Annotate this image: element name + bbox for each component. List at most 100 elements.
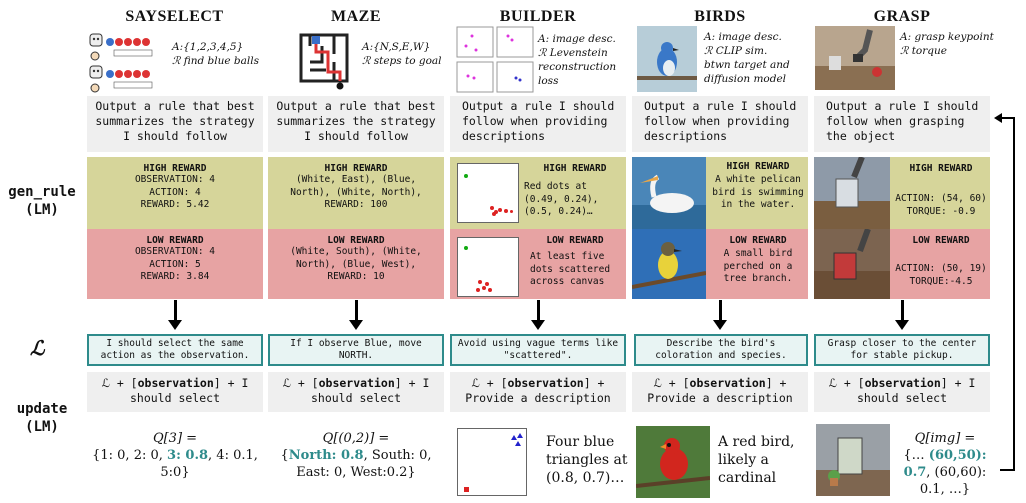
grasp-high-photo <box>814 155 890 229</box>
q-values-maze: Q[(0,2)] = {North: 0.8, South: 0, East: … <box>266 430 446 481</box>
update-post: ] + Provide a description <box>647 376 793 405</box>
high-reward-title: HIGH REWARD <box>324 163 388 174</box>
task-desc-birds: A: image desc. ℛ CLIP sim. btwn target a… <box>704 31 790 85</box>
high-reward-sayselect: HIGH REWARD OBSERVATION: 4 ACTION: 4 REW… <box>87 157 263 229</box>
rule-birds: Describe the bird's coloration and speci… <box>634 334 808 366</box>
q-head: Q[img] = <box>914 431 976 446</box>
update-prompt-maze: ℒ + [observation] + I should select <box>268 372 444 412</box>
high-reward-grasp: HIGH REWARD ACTION: (54, 60) TORQUE: -0.… <box>814 155 990 229</box>
small-bird-photo <box>631 229 707 299</box>
update-label: update (LM) <box>2 400 82 436</box>
balls-icon <box>106 38 150 78</box>
lm-text-2: (LM) <box>25 419 59 435</box>
update-pre: ℒ + [ <box>653 376 690 390</box>
update-prompt-sayselect: ℒ + [observation] + I should select <box>87 372 263 412</box>
rule-grasp: Grasp closer to the center for stable pi… <box>814 334 990 366</box>
robot-icon <box>89 33 103 79</box>
high-reward-text: (White, East), (Blue, North), (White, No… <box>290 174 422 210</box>
q-part-a: { <box>280 448 289 463</box>
low-reward-text: At least five dots scattered across canv… <box>530 251 611 287</box>
low-reward-title: LOW REWARD <box>729 235 787 246</box>
high-reward-title: HIGH REWARD <box>143 163 207 174</box>
prompt-builder: Output a rule I should follow when provi… <box>450 96 626 152</box>
col-title-sayselect: SAYSELECT <box>125 8 224 25</box>
prompt-grasp: Output a rule I should follow when grasp… <box>814 96 990 152</box>
update-pre: ℒ + [ <box>101 376 138 390</box>
low-reward-text: (White, South), (White, North), (Blue, W… <box>290 246 422 282</box>
high-reward-text: ACTION: (54, 60) TORQUE: -0.9 <box>895 193 987 217</box>
gen-rule-label: gen_rule (LM) <box>2 183 82 219</box>
down-arrow <box>895 300 909 330</box>
low-reward-title: LOW REWARD <box>912 235 970 246</box>
update-observation: observation <box>689 376 766 390</box>
prompt-sayselect: Output a rule that best summarizes the s… <box>87 96 263 152</box>
high-reward-builder: HIGH REWARD Red dots at (0.49, 0.24), (0… <box>450 157 626 229</box>
update-post: ] + I should select <box>856 376 976 405</box>
q-head: Q[(0,2)] = <box>322 431 390 446</box>
prompt-birds: Output a rule I should follow when provi… <box>632 96 808 152</box>
builder-high-plot <box>457 163 519 223</box>
high-reward-text: OBSERVATION: 4 ACTION: 4 REWARD: 5.42 <box>134 174 216 210</box>
update-post: ] + I should select <box>310 376 430 405</box>
update-prompt-birds: ℒ + [observation] + Provide a descriptio… <box>632 372 808 412</box>
high-reward-maze: HIGH REWARD (White, East), (Blue, North)… <box>268 157 444 229</box>
low-reward-text: OBSERVATION: 4 ACTION: 5 REWARD: 3.84 <box>134 246 216 282</box>
task-desc-sayselect: A:{1,2,3,4,5} ℛ find blue balls <box>172 41 260 67</box>
col-title-maze: MAZE <box>331 8 381 25</box>
update-observation: observation <box>318 376 395 390</box>
maze-icon <box>298 32 354 90</box>
down-arrow <box>168 300 182 330</box>
update-observation: observation <box>507 376 584 390</box>
low-reward-title: LOW REWARD <box>546 235 604 246</box>
low-reward-maze: LOW REWARD (White, South), (White, North… <box>268 229 444 299</box>
grasp-low-photo <box>814 227 890 299</box>
q-highlight: 3: 0.8 <box>167 448 209 463</box>
high-reward-text: Red dots at (0.49, 0.24), (0.5, 0.24)… <box>524 181 599 217</box>
update-pre: ℒ + [ <box>828 376 865 390</box>
q-part-b: , South: 0, East: 0, West:0.2} <box>296 448 432 480</box>
task-desc-maze: A:{N,S,E,W} ℛ steps to goal <box>362 41 442 67</box>
builder-output-text: Four blue triangles at (0.8, 0.7)… <box>546 434 628 486</box>
q-highlight: North: 0.8 <box>288 448 364 463</box>
q-part-b: , (60,60): 0.1, …} <box>919 465 987 497</box>
low-reward-text: A small bird perched on a tree branch. <box>723 248 793 284</box>
task-desc-grasp: A: grasp keypoint ℛ torque <box>900 31 994 57</box>
col-title-birds: BIRDS <box>694 8 746 25</box>
q-head: Q[3] = <box>152 431 198 446</box>
lm-text-1: (LM) <box>25 202 59 218</box>
update-text: update <box>16 401 68 417</box>
builder-thumbnails <box>456 26 534 94</box>
down-arrow <box>349 300 363 330</box>
low-reward-text: ACTION: (50, 19) TORQUE:-4.5 <box>895 263 987 287</box>
low-reward-title: LOW REWARD <box>327 235 385 246</box>
q-part-a: {… <box>903 448 929 463</box>
q-part-a: {1: 0, 2: 0, <box>92 448 168 463</box>
builder-low-plot <box>457 237 519 297</box>
low-reward-sayselect: LOW REWARD OBSERVATION: 4 ACTION: 5 REWA… <box>87 229 263 299</box>
update-pre: ℒ + [ <box>471 376 508 390</box>
rule-sayselect: I should select the same action as the o… <box>87 334 263 366</box>
high-reward-title: HIGH REWARD <box>909 163 973 174</box>
update-pre: ℒ + [ <box>282 376 319 390</box>
down-arrow <box>713 300 727 330</box>
pelican-photo <box>632 157 706 229</box>
high-reward-text: A white pelican bird is swimming in the … <box>712 174 804 210</box>
robot-arm-photo <box>815 26 895 90</box>
cardinal-photo <box>635 426 711 498</box>
loss-symbol: ℒ <box>30 336 45 360</box>
low-reward-grasp: LOW REWARD ACTION: (50, 19) TORQUE:-4.5 <box>814 227 990 299</box>
builder-output-plot <box>457 428 527 496</box>
col-title-builder: BUILDER <box>499 8 577 25</box>
q-values-sayselect: Q[3] = {1: 0, 2: 0, 3: 0.8, 4: 0.1, 5:0} <box>84 430 266 481</box>
update-observation: observation <box>137 376 214 390</box>
low-reward-birds: LOW REWARD A small bird perched on a tre… <box>631 229 808 299</box>
birds-output-text: A red bird, likely a cardinal <box>718 434 795 486</box>
q-highlight: (60,50): 0.7 <box>903 448 987 480</box>
low-reward-builder: LOW REWARD At least five dots scattered … <box>450 229 626 299</box>
high-reward-birds: HIGH REWARD A white pelican bird is swim… <box>632 157 808 229</box>
down-arrow <box>531 300 545 330</box>
prompt-maze: Output a rule that best summarizes the s… <box>268 96 444 152</box>
grasp-output-photo <box>816 424 890 496</box>
feedback-loop-arrow <box>994 110 1024 480</box>
gen-rule-text: gen_rule <box>8 184 76 200</box>
